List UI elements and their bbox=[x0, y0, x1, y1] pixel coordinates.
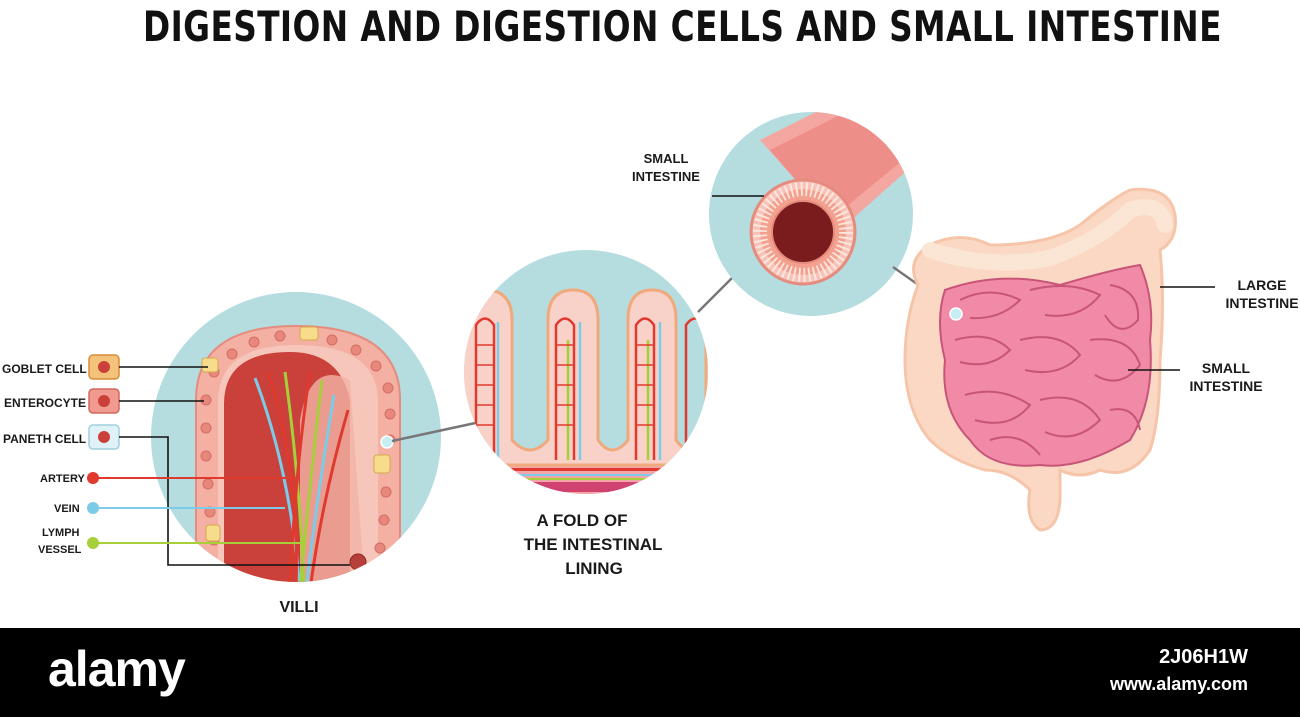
large-intestine-label-line1: LARGE bbox=[1238, 277, 1287, 293]
paneth-cell-swatch bbox=[88, 424, 120, 450]
tube-circle bbox=[709, 112, 913, 316]
vein-label: VEIN bbox=[54, 503, 80, 515]
lymph-vessel-marker bbox=[87, 537, 300, 549]
alamy-logo[interactable]: alamy bbox=[48, 641, 186, 697]
vein-marker bbox=[87, 502, 285, 514]
intestine-organ bbox=[903, 187, 1177, 532]
footer-bar: alamy 2J06H1W www.alamy.com bbox=[0, 628, 1300, 717]
villi-leader-lines bbox=[119, 366, 350, 566]
image-id: 2J06H1W bbox=[1159, 646, 1248, 668]
fold-circle bbox=[464, 250, 708, 494]
page-title: DIGESTION AND DIGESTION CELLS AND SMALL … bbox=[143, 2, 1222, 51]
villi-circle bbox=[151, 292, 441, 582]
artery-marker bbox=[87, 472, 300, 484]
lymph-label-line2: VESSEL bbox=[38, 544, 82, 556]
fold-caption-line1: A FOLD OF bbox=[537, 511, 628, 530]
goblet-cell-swatch bbox=[88, 354, 120, 380]
small-intestine-label-line2: INTESTINE bbox=[1189, 378, 1262, 394]
goblet-cell-label: GOBLET CELL bbox=[2, 362, 87, 376]
villi-caption: VILLI bbox=[279, 599, 318, 616]
tube-label-line1: SMALL bbox=[644, 151, 689, 166]
small-intestine-label-line1: SMALL bbox=[1202, 360, 1251, 376]
lymph-label-line1: LYMPH bbox=[42, 527, 80, 539]
fold-caption-line2: THE INTESTINAL bbox=[524, 535, 663, 554]
paneth-cell-label: PANETH CELL bbox=[3, 432, 86, 446]
villi-fold-connector bbox=[391, 420, 481, 443]
artery-label: ARTERY bbox=[40, 473, 85, 485]
enterocyte-label: ENTEROCYTE bbox=[4, 396, 86, 410]
fold-caption-line3: LINING bbox=[565, 559, 623, 578]
diagram-canvas: GOBLET CELL ENTEROCYTE PANETH CELL ARTER… bbox=[2, 112, 1299, 616]
large-intestine-label-line2: INTESTINE bbox=[1225, 295, 1298, 311]
enterocyte-swatch bbox=[88, 388, 120, 414]
footer-url[interactable]: www.alamy.com bbox=[1109, 674, 1248, 694]
tube-label-line2: INTESTINE bbox=[632, 169, 700, 184]
